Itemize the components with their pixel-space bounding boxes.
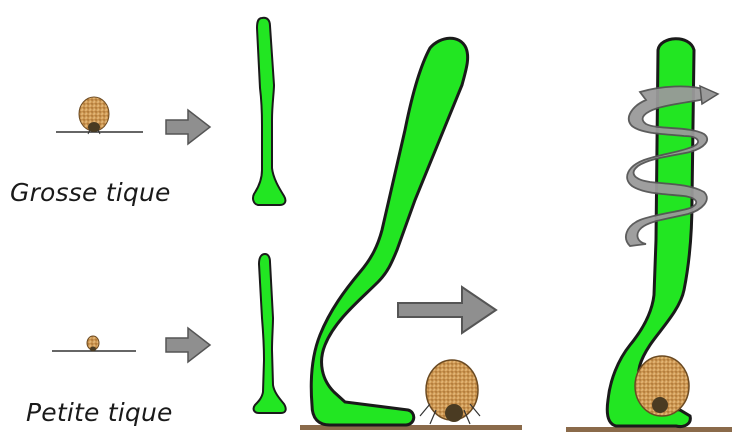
tick-removal-hook-icon: [253, 18, 285, 205]
hook-rotating-tick: [566, 39, 732, 432]
large-tick-row: [56, 18, 285, 205]
tick-icon: [420, 360, 480, 424]
tick-removal-hook-icon: [254, 254, 286, 413]
small-tick-row: [52, 254, 286, 413]
hook-sliding-under-tick: [300, 38, 522, 430]
right-arrow-icon: [166, 110, 210, 144]
tick-icon: [87, 336, 99, 352]
right-arrow-icon: [398, 287, 496, 333]
skin-surface: [566, 427, 732, 432]
small-tick-caption: Petite tique: [26, 398, 173, 427]
right-arrow-icon: [166, 328, 210, 362]
tick-icon: [79, 97, 109, 134]
tick-icon: [635, 356, 689, 416]
large-tick-caption: Grosse tique: [10, 178, 171, 207]
